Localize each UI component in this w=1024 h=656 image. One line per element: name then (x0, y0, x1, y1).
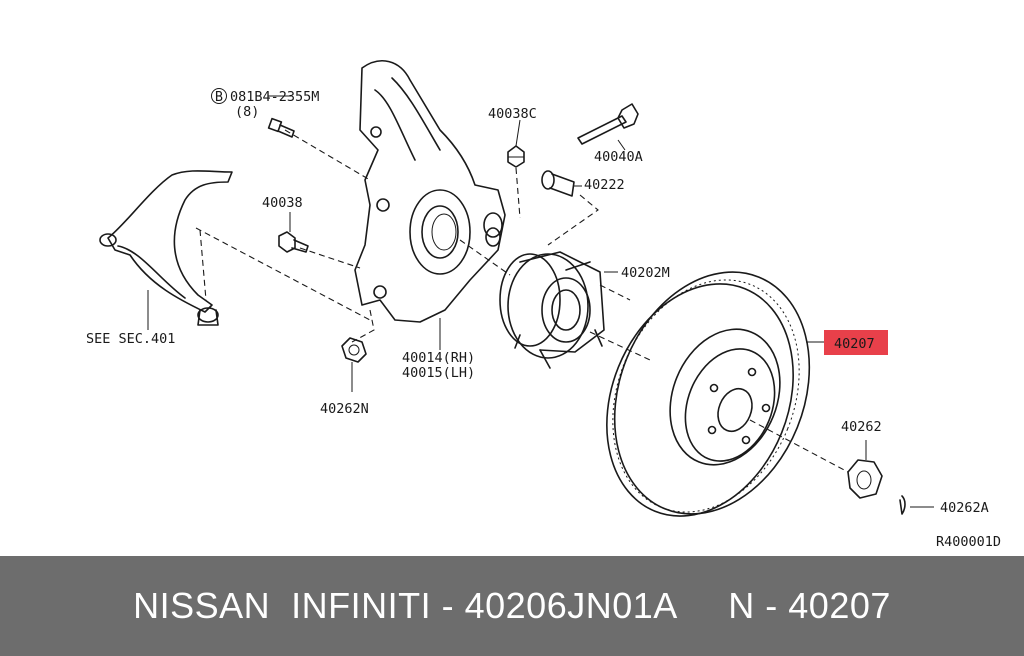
label-40038c: 40038C (488, 106, 537, 122)
label-40262n: 40262N (320, 401, 369, 417)
label-40262: 40262 (841, 419, 882, 435)
hub-bolt-40222 (541, 170, 575, 197)
bolt-40038 (278, 231, 309, 253)
knuckle-bolt-small (267, 117, 295, 138)
brake-rotor (606, 271, 811, 517)
label-40015-lh: 40015(LH) (402, 365, 475, 381)
label-bolt-spec: 081B4-2355M (230, 89, 319, 105)
lower-control-arm (99, 170, 233, 330)
highlight-40207 (824, 330, 888, 355)
label-40014-rh: 40014(RH) (402, 350, 475, 366)
label-40222: 40222 (584, 177, 625, 193)
parts-diagram: B 081B4-2355M (8) 40038C 40040A 40222 40… (86, 60, 1002, 550)
axle-nut-40262 (847, 440, 883, 499)
exploded-view-drawing: B 081B4-2355M (8) 40038C 40040A 40222 40… (86, 60, 1001, 550)
leader-lines (268, 95, 828, 343)
nut-40262n (341, 337, 367, 392)
callout-labels: B 081B4-2355M (8) 40038C 40040A 40222 40… (86, 88, 1001, 550)
banner-text: NISSAN INFINITI - 40206JN01A N - 40207 (133, 585, 891, 626)
label-40040a: 40040A (594, 149, 643, 165)
cotter-pin-40262a (899, 495, 934, 515)
label-40207: 40207 (834, 336, 875, 352)
part-number-banner: NISSAN INFINITI - 40206JN01A N - 40207 (0, 556, 1024, 656)
label-40262a: 40262A (940, 500, 989, 516)
label-bolt-qty: (8) (235, 104, 259, 120)
label-see-sec-401: SEE SEC.401 (86, 331, 175, 347)
nut-40038c (507, 145, 525, 168)
wheel-hub-assembly (499, 251, 605, 369)
bolt-40040a (577, 103, 639, 145)
bolt-circle-letter: B (215, 89, 223, 105)
steering-knuckle (354, 60, 506, 350)
label-ref-code: R400001D (936, 534, 1001, 550)
label-40038: 40038 (262, 195, 303, 211)
assembly-center-lines (195, 129, 849, 473)
label-40202m: 40202M (621, 265, 670, 281)
bolt-circle-mark-icon (211, 88, 227, 104)
